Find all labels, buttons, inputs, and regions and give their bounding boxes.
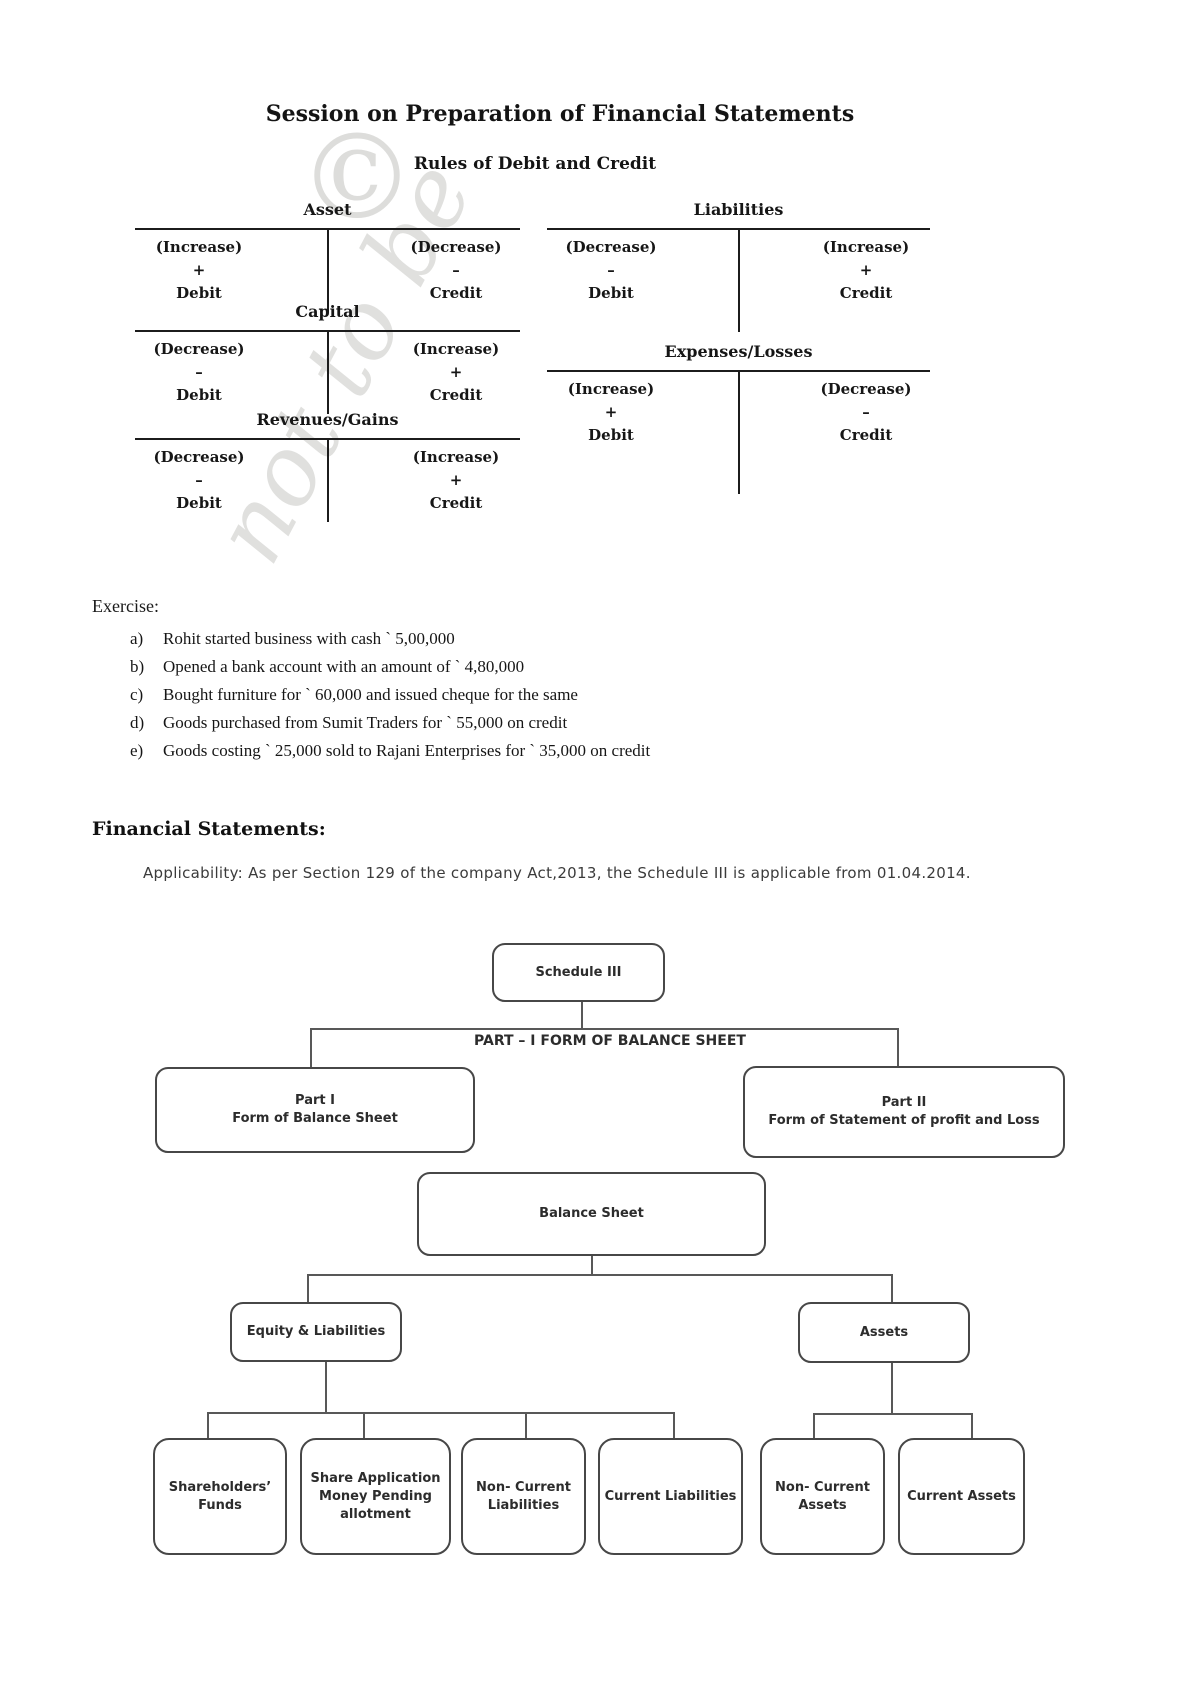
flowchart-node-equity-liabilities: Equity & Liabilities: [230, 1302, 402, 1362]
t-account-divider-line: [737, 370, 740, 494]
connector-line: [325, 1362, 327, 1412]
exercise-item-text: Opened a bank account with an amount of …: [163, 657, 525, 676]
exercise-item: c) Bought furniture for ` 60,000 and issu…: [130, 685, 578, 705]
connector-line: [525, 1412, 527, 1438]
connector-line: [307, 1274, 893, 1276]
capital-debit-cell: (Decrease) – Debit: [153, 340, 245, 404]
exercise-heading: Exercise:: [92, 596, 159, 616]
asset-debit-cell: (Increase) + Debit: [155, 238, 243, 302]
connector-line: [310, 1028, 899, 1030]
connector-line: [897, 1028, 899, 1066]
connector-line: [971, 1413, 973, 1438]
exercise-item-letter: e): [130, 741, 144, 760]
connector-line: [673, 1412, 675, 1438]
connector-line: [363, 1412, 365, 1438]
exercise-item-text: Goods purchased from Sumit Traders for `…: [163, 713, 568, 732]
expenses-debit-cell: (Increase) + Debit: [567, 380, 655, 444]
page-title: Session on Preparation of Financial Stat…: [265, 101, 855, 127]
account-title: Liabilities: [693, 200, 784, 219]
revenues-credit-cell: (Increase) + Credit: [412, 448, 500, 512]
connector-line: [813, 1413, 815, 1438]
connector-line: [591, 1256, 593, 1276]
part1-branch-label: PART – I FORM OF BALANCE SHEET: [474, 1033, 746, 1049]
connector-line: [581, 1002, 583, 1030]
exercise-item: a) Rohit started business with cash ` 5,0…: [130, 629, 455, 649]
exercise-item-letter: d): [130, 713, 145, 732]
exercise-item-text: Goods costing ` 25,000 sold to Rajani En…: [163, 741, 651, 760]
flowchart-node-part1: Part I Form of Balance Sheet: [155, 1067, 475, 1153]
flowchart-node-share-application-money: Share Application Money Pending allotmen…: [300, 1438, 451, 1555]
t-account-liabilities: Liabilities (Decrease) – Debit (Increase…: [547, 200, 930, 335]
flowchart-node-current-liabilities: Current Liabilities: [598, 1438, 743, 1555]
connector-line: [891, 1363, 893, 1413]
connector-line: [310, 1028, 312, 1067]
connector-line: [307, 1274, 309, 1302]
account-title: Asset: [303, 200, 352, 219]
t-account-asset: Asset (Increase) + Debit (Decrease) – Cr…: [135, 200, 520, 315]
account-title: Revenues/Gains: [256, 410, 399, 429]
t-account-divider-line: [326, 330, 329, 414]
exercise-item: d) Goods purchased from Sumit Traders for…: [130, 713, 567, 733]
financial-statements-heading: Financial Statements:: [92, 818, 326, 840]
t-account-capital: Capital (Decrease) – Debit (Increase) + …: [135, 302, 520, 417]
exercise-item-text: Rohit started business with cash ` 5,00,…: [163, 629, 455, 648]
liabilities-debit-cell: (Decrease) – Debit: [565, 238, 657, 302]
exercise-item: e) Goods costing ` 25,000 sold to Rajani …: [130, 741, 650, 761]
connector-line: [813, 1413, 973, 1415]
exercise-item-letter: b): [130, 657, 145, 676]
asset-credit-cell: (Decrease) – Credit: [410, 238, 502, 302]
flowchart-node-assets: Assets: [798, 1302, 970, 1363]
exercise-item-letter: c): [130, 685, 144, 704]
liabilities-credit-cell: (Increase) + Credit: [822, 238, 910, 302]
rules-heading: Rules of Debit and Credit: [413, 154, 657, 174]
t-account-revenues-gains: Revenues/Gains (Decrease) – Debit (Incre…: [135, 410, 520, 525]
flowchart-node-schedule-iii: Schedule III: [492, 943, 665, 1002]
t-account-divider-line: [737, 228, 740, 332]
flowchart-node-balance-sheet: Balance Sheet: [417, 1172, 766, 1256]
flowchart-node-non-current-assets: Non- Current Assets: [760, 1438, 885, 1555]
flowchart-node-non-current-liabilities: Non- Current Liabilities: [461, 1438, 586, 1555]
account-title: Expenses/Losses: [664, 342, 813, 361]
flowchart-node-current-assets: Current Assets: [898, 1438, 1025, 1555]
t-account-divider-line: [326, 228, 329, 312]
capital-credit-cell: (Increase) + Credit: [412, 340, 500, 404]
expenses-credit-cell: (Decrease) – Credit: [820, 380, 912, 444]
t-account-divider-line: [326, 438, 329, 522]
connector-line: [891, 1274, 893, 1302]
revenues-debit-cell: (Decrease) – Debit: [153, 448, 245, 512]
applicability-note: Applicability: As per Section 129 of the…: [143, 864, 971, 882]
flowchart-node-part2: Part II Form of Statement of profit and …: [743, 1066, 1065, 1158]
t-account-expenses-losses: Expenses/Losses (Increase) + Debit (Decr…: [547, 342, 930, 497]
exercise-item: b) Opened a bank account with an amount o…: [130, 657, 524, 677]
exercise-item-letter: a): [130, 629, 144, 648]
flowchart-node-shareholders-funds: Shareholders’ Funds: [153, 1438, 287, 1555]
connector-line: [207, 1412, 675, 1414]
connector-line: [207, 1412, 209, 1438]
exercise-item-text: Bought furniture for ` 60,000 and issued…: [163, 685, 578, 704]
account-title: Capital: [295, 302, 360, 321]
